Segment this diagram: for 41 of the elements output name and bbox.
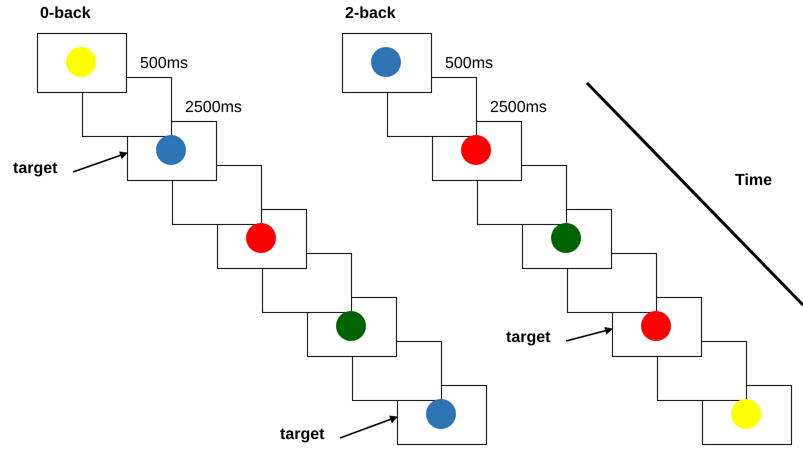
target-label: target [280,426,324,444]
stimulus-frame [522,209,612,269]
stimulus-frame [657,341,747,401]
arrow [566,326,613,342]
stimulus-frame [127,121,217,181]
stimulus-frame [477,165,567,225]
stimulus-frame [82,77,172,137]
stimulus-frame [702,385,792,445]
stimulus-frame [172,165,262,225]
stimulus-dot [426,399,456,429]
stimulus-frame [262,253,352,313]
stimulus-dot [246,223,276,253]
stimulus-dot [66,47,96,77]
stimulus-dot [156,135,186,165]
stimulus-dot [641,311,671,341]
stimulus-frame [397,385,487,445]
stimulus-frame [307,297,397,357]
stimulus-frame [612,297,702,357]
stimulus-frame [387,77,477,137]
stimulus-frame [352,341,442,401]
heading-label: Time [735,172,772,190]
duration-label: 2500ms [490,99,547,117]
heading-label: 2-back [345,5,396,23]
stimulus-frame [567,253,657,313]
duration-label: 500ms [140,55,188,73]
stimulus-dot [461,135,491,165]
stimulus-dot [731,399,761,429]
duration-label: 500ms [445,55,494,73]
stimulus-dot [551,223,581,253]
stimulus-frame [432,121,522,181]
target-label: target [506,329,550,347]
stimulus-frame [217,209,307,269]
arrow [340,416,398,439]
stimulus-dot [336,311,366,341]
arrow [72,152,128,173]
target-label: target [13,160,58,178]
stimulus-frame [37,33,127,93]
heading-label: 0-back [40,5,91,23]
stimulus-dot [371,47,401,77]
duration-label: 2500ms [185,99,242,117]
stimulus-frame [342,33,432,93]
